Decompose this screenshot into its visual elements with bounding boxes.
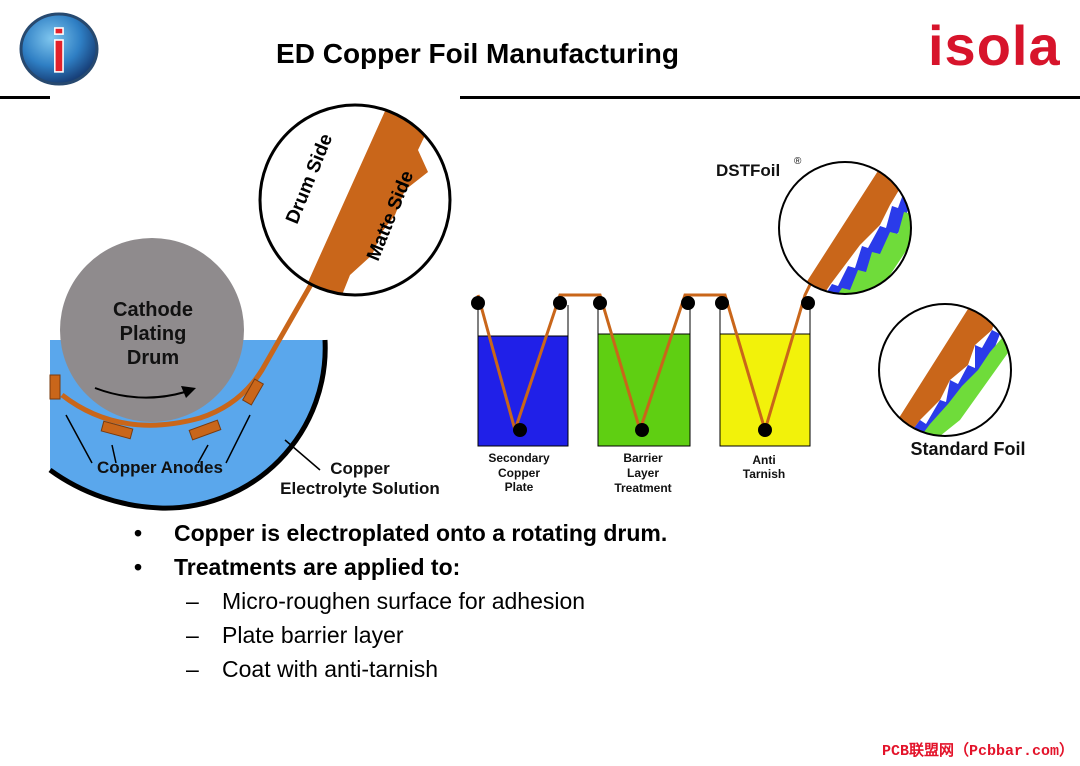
dstfoil-registered-mark: ® — [794, 156, 802, 167]
sub-bullet-marker: – — [186, 622, 199, 648]
logo-letter: i — [51, 18, 68, 85]
sub-bullet-marker: – — [186, 588, 199, 614]
drum-label-line-2: Plating — [120, 323, 187, 345]
treatment-line: Secondary Copper Plate Barrier Layer Tre… — [471, 259, 824, 495]
tank-2-label-line-2: Layer — [627, 466, 659, 480]
copper-anodes-label: Copper Anodes — [97, 458, 223, 477]
bullet-text: Copper is electroplated onto a rotating … — [174, 520, 668, 546]
electrolyte-label-line-1: Copper — [330, 459, 390, 478]
sub-bullet-text: Coat with anti-tarnish — [222, 656, 439, 682]
watermark: PCB联盟网（Pcbbar.com） — [881, 743, 1074, 760]
header-divider-right — [460, 96, 1080, 99]
bullet-text: Treatments are applied to: — [174, 554, 461, 580]
sub-bullet-item: –Coat with anti-tarnish — [186, 656, 438, 683]
tank-1-label-line-1: Secondary — [488, 451, 550, 465]
bullet-marker: • — [134, 554, 143, 580]
brand-logo: isola — [928, 14, 1061, 77]
rotation-arrow — [94, 387, 186, 399]
sub-bullet-text: Micro-roughen surface for adhesion — [222, 588, 586, 614]
isola-i-logo-icon: i — [19, 12, 99, 87]
dstfoil-cross-section — [778, 161, 912, 295]
foil-cross-section-zoom: Drum Side Matte Side — [258, 103, 452, 297]
header-divider-left — [0, 96, 50, 99]
bullet-item: • Copper is electroplated onto a rotating… — [134, 520, 667, 547]
tank-2-label-line-1: Barrier — [623, 451, 663, 465]
tank-3-label-line-2: Tarnish — [743, 467, 785, 481]
copper-foil-strip — [60, 258, 328, 428]
sub-bullet-text: Plate barrier layer — [222, 622, 404, 648]
bullet-marker: • — [134, 520, 143, 546]
drum-label-line-3: Drum — [127, 347, 179, 369]
sub-bullet-item: –Plate barrier layer — [186, 622, 404, 649]
bullet-item: • Treatments are applied to: — [134, 554, 460, 581]
tank-2-label-line-3: Treatment — [614, 481, 671, 495]
page-title: ED Copper Foil Manufacturing — [276, 38, 679, 69]
dstfoil-label: DSTFoil — [716, 161, 780, 180]
sub-bullet-marker: – — [186, 656, 199, 682]
electrolyte-label-line-2: Electrolyte Solution — [280, 479, 440, 498]
standard-foil-cross-section — [878, 303, 1012, 437]
tank-3-label-line-1: Anti — [752, 453, 775, 467]
tank-1-label-line-2: Copper — [498, 466, 540, 480]
process-diagram: Cathode Plating Drum Copper Anodes Coppe… — [0, 100, 1080, 515]
sub-bullet-item: –Micro-roughen surface for adhesion — [186, 588, 585, 615]
standard-foil-label: Standard Foil — [910, 439, 1025, 459]
tank-1-label-line-3: Plate — [505, 480, 534, 494]
cathode-drum — [60, 238, 244, 422]
drum-label-line-1: Cathode — [113, 299, 193, 321]
